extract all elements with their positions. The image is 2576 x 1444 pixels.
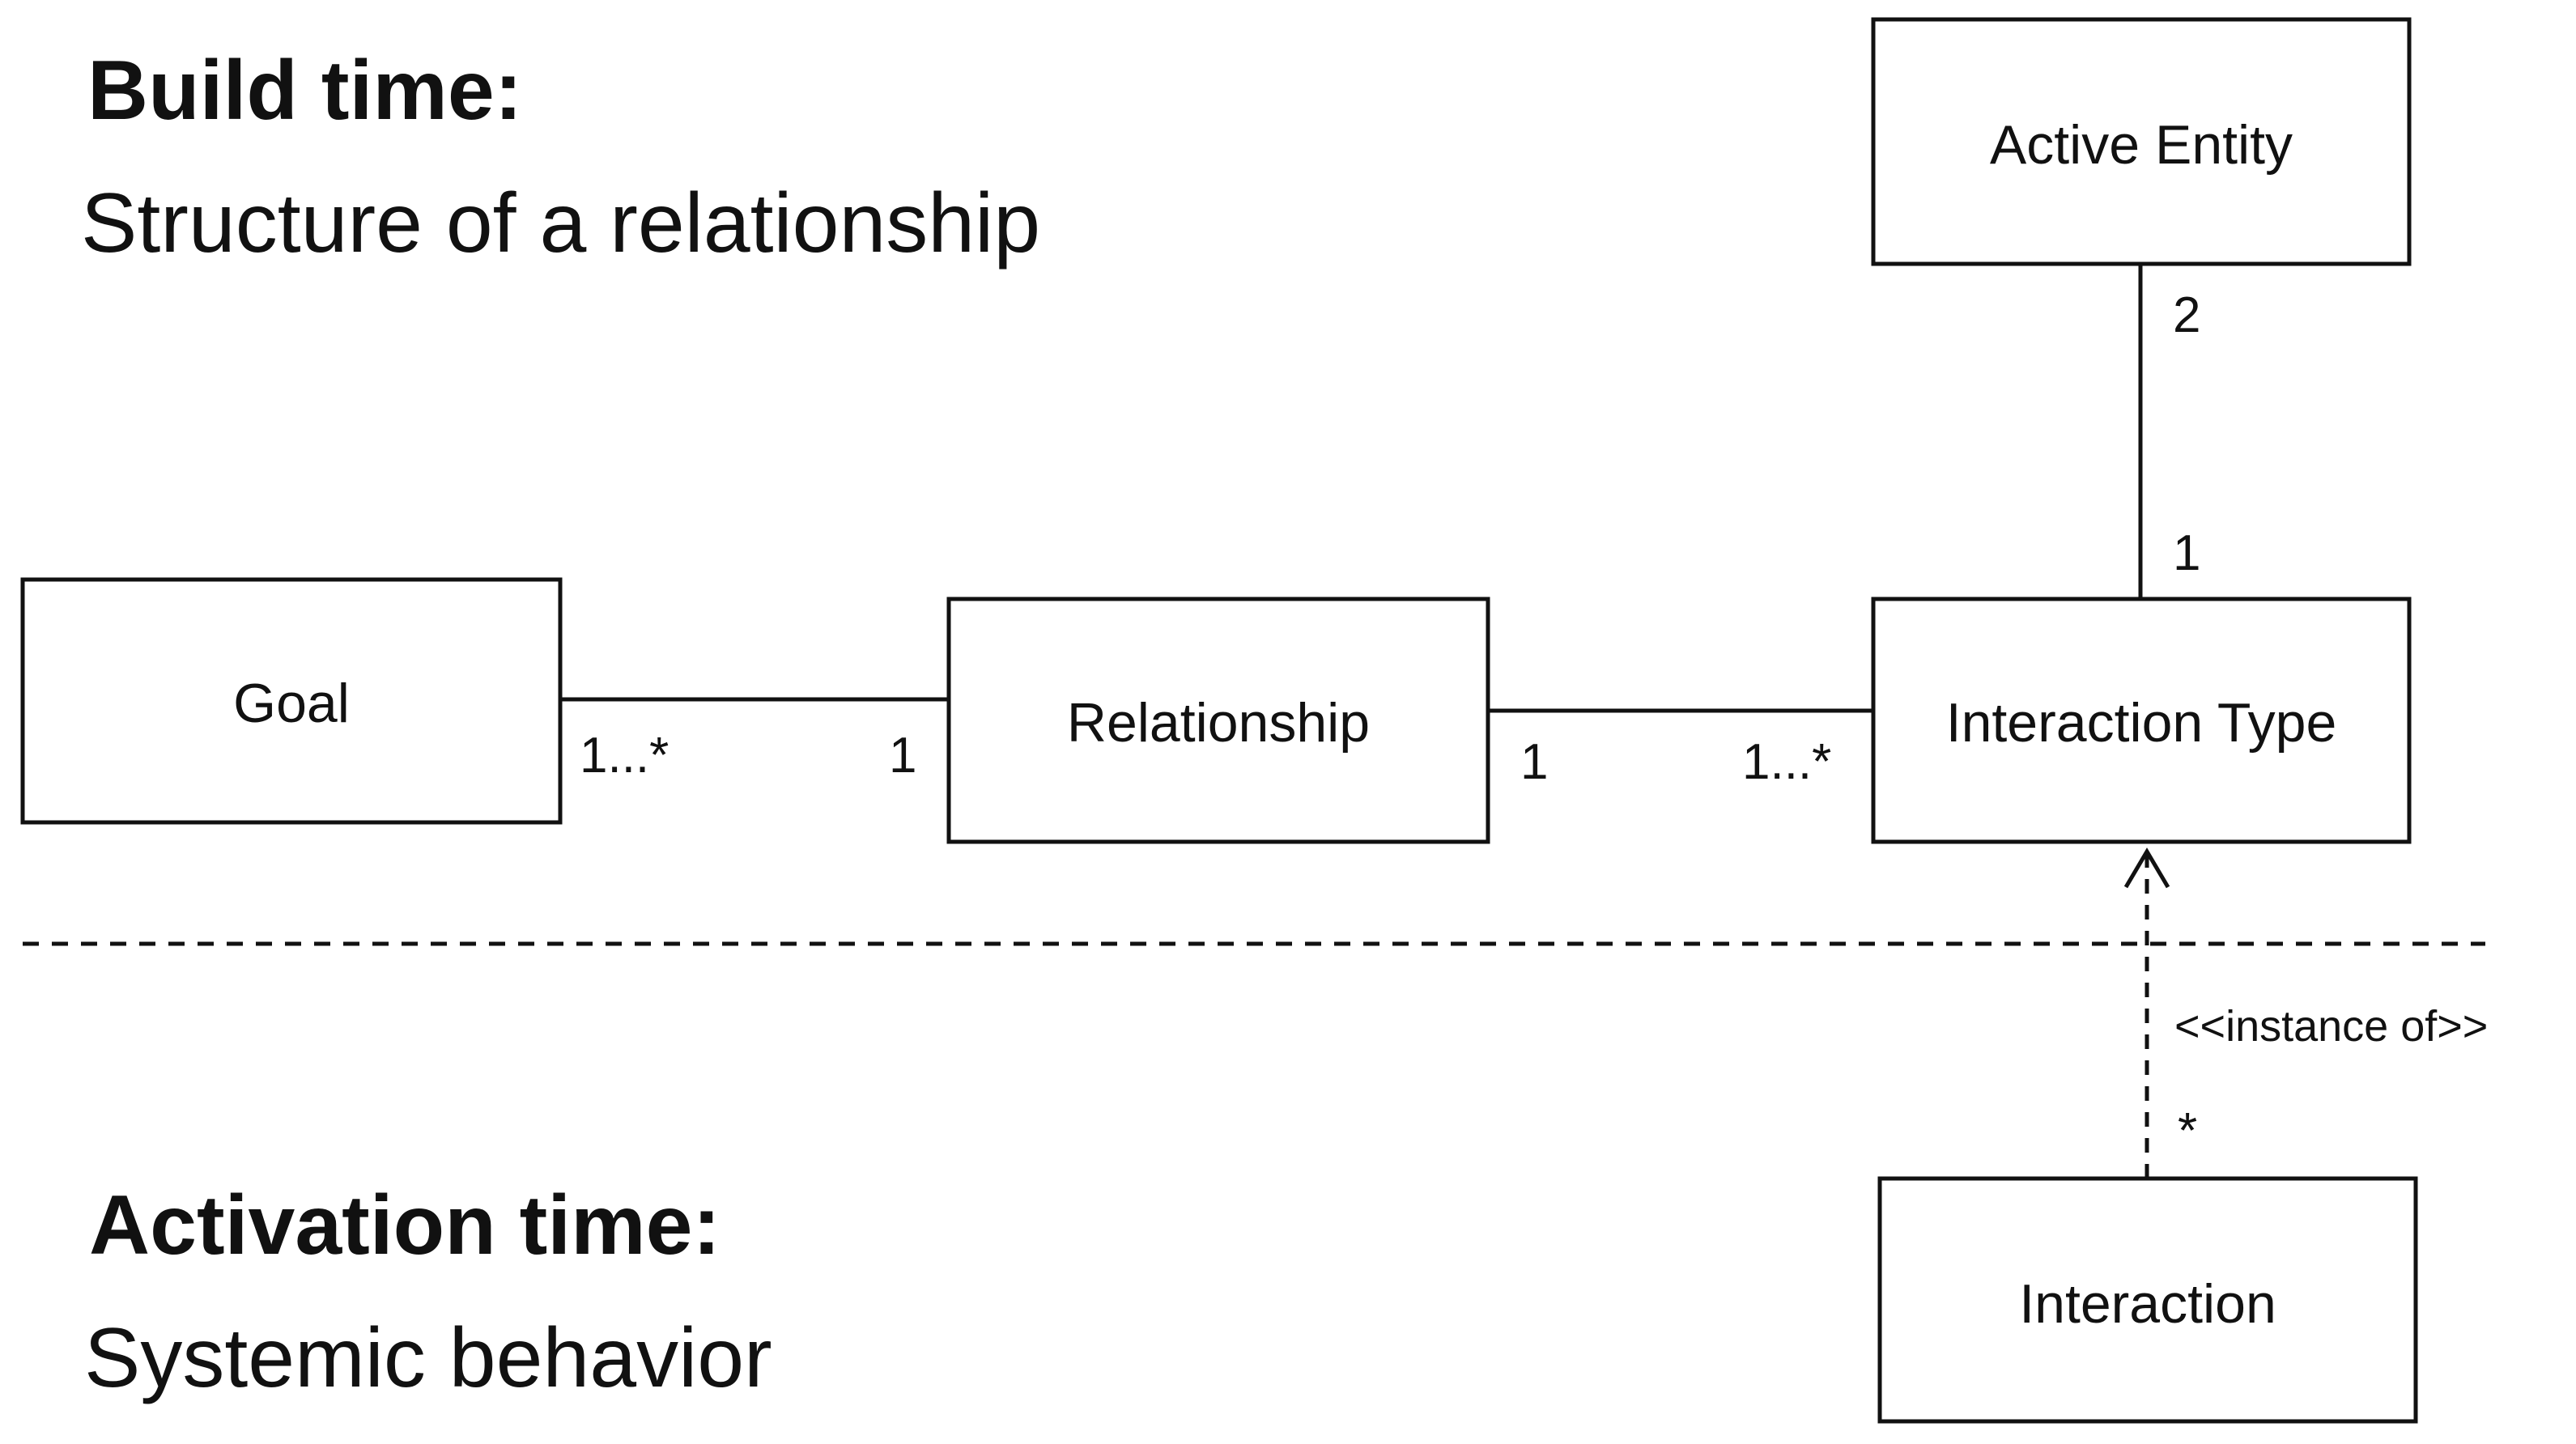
interaction-type-class: Interaction Type <box>1871 597 2412 844</box>
goal-label: Goal <box>233 673 350 734</box>
relationship-label: Relationship <box>1067 692 1370 754</box>
multiplicity-active-entity: 2 <box>2173 287 2200 343</box>
instance-of-stereotype: <<instance of>> <box>2174 1002 2488 1051</box>
open-arrowhead-icon <box>2123 847 2170 889</box>
build-time-subtitle: Structure of a relationship <box>81 176 1041 270</box>
multiplicity-interaction: * <box>2178 1103 2197 1159</box>
interaction-label: Interaction <box>2019 1273 2276 1335</box>
activation-time-heading: Activation time: <box>89 1179 721 1272</box>
multiplicity-goal: 1...* <box>580 728 669 784</box>
active-entity-class: Active Entity <box>1871 17 2412 266</box>
interaction-class: Interaction <box>1877 1176 2418 1424</box>
multiplicity-relationship-goal-side: 1 <box>889 728 916 784</box>
interaction-type-label: Interaction Type <box>1946 692 2337 754</box>
multiplicity-interaction-type-top: 1 <box>2173 525 2200 581</box>
relationship-class: Relationship <box>946 597 1490 844</box>
multiplicity-relationship-it-side: 1 <box>1520 734 1548 790</box>
active-entity-label: Active Entity <box>1990 114 2293 176</box>
build-time-heading: Build time: <box>87 44 523 138</box>
goal-class: Goal <box>20 577 563 825</box>
activation-time-subtitle: Systemic behavior <box>84 1311 772 1405</box>
multiplicity-interaction-type-side: 1...* <box>1742 734 1831 790</box>
